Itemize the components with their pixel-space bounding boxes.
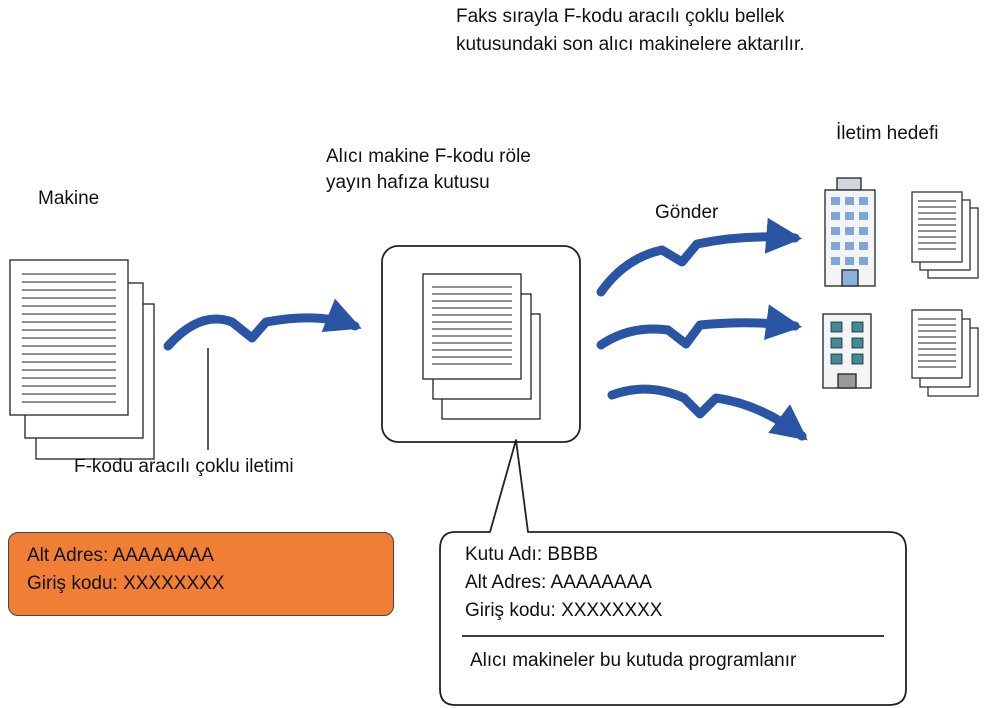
box-name: Kutu Adı: BBBB <box>465 544 599 565</box>
sender-sub-address: Alt Adres: AAAAAAAA <box>27 545 214 566</box>
destination-label: İletim hedefi <box>836 123 939 144</box>
top-note-line2: kutusundaki son alıcı makinelere aktarıl… <box>456 34 805 55</box>
relay-box-label-line2: yayın hafıza kutusu <box>326 172 490 193</box>
send-arrow-3 <box>607 384 808 441</box>
box-sub-address: Alt Adres: AAAAAAAA <box>465 572 652 593</box>
box-info-callout <box>439 439 907 706</box>
sender-info-box: Alt Adres: AAAAAAAA Giriş kodu: XXXXXXXX <box>8 532 394 616</box>
send-label: Gönder <box>655 202 719 223</box>
send-arrow-1 <box>596 217 803 297</box>
box-passcode: Giriş kodu: XXXXXXXX <box>465 600 663 621</box>
small-building-icon <box>822 313 872 389</box>
machine-label: Makine <box>38 188 100 209</box>
fcode-relay-arrow <box>163 298 362 351</box>
machine-document-stack-icon <box>9 259 155 460</box>
box-note: Alıcı makineler bu kutuda programlanır <box>470 650 797 671</box>
destination-2-document-stack-icon <box>911 309 979 397</box>
sender-passcode: Giriş kodu: XXXXXXXX <box>27 573 225 594</box>
tall-building-icon <box>824 177 876 287</box>
top-note-line1: Faks sırayla F-kodu aracılı çoklu bellek <box>456 6 785 27</box>
fcode-relay-label: F-kodu aracılı çoklu iletimi <box>74 456 294 477</box>
relay-box-label-line1: Alıcı makine F-kodu röle <box>326 146 531 167</box>
destination-1-document-stack-icon <box>911 191 979 279</box>
send-arrow-2 <box>596 304 803 350</box>
relay-box-document-stack-icon <box>422 273 541 420</box>
